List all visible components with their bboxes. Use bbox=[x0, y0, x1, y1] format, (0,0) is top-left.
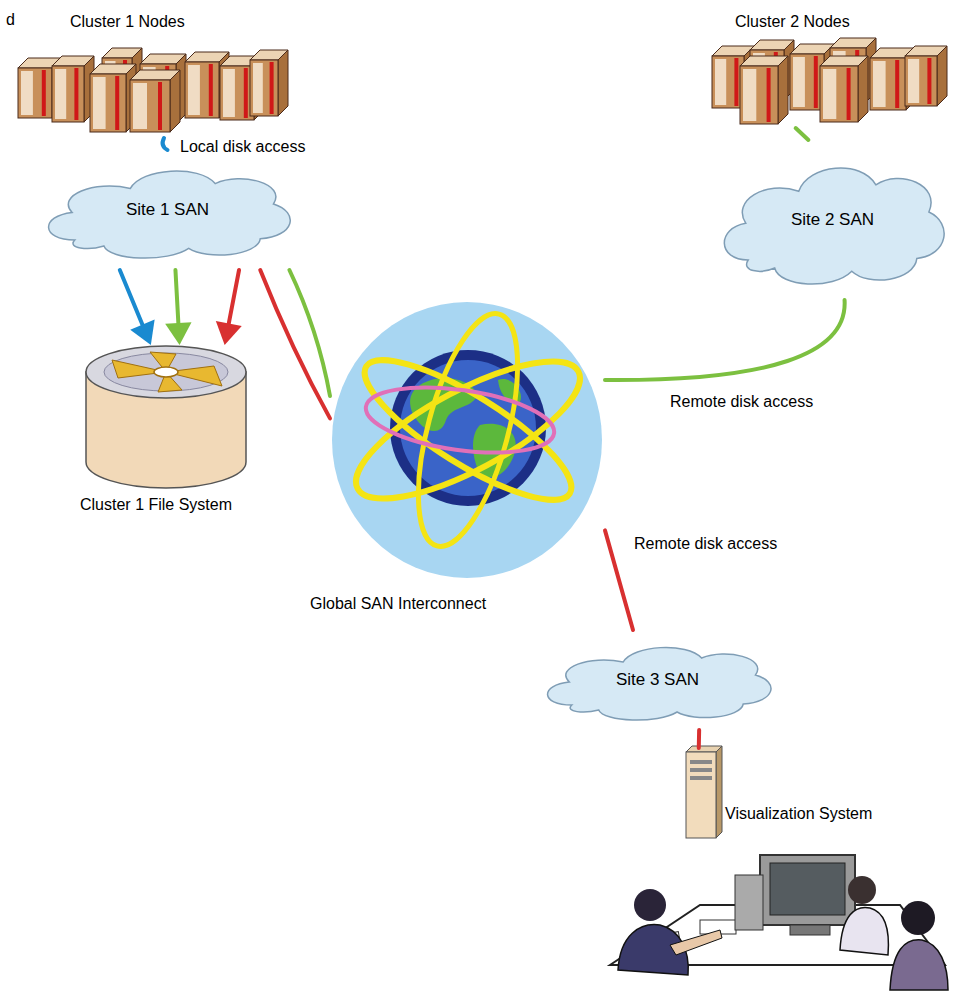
edge-label: Local disk access bbox=[178, 137, 307, 156]
edge-fragment-text: d bbox=[4, 10, 17, 29]
san-cloud: Site 3 SAN bbox=[535, 630, 780, 730]
san-cloud: Site 1 SAN bbox=[35, 150, 300, 270]
edge-label: Remote disk access bbox=[632, 534, 779, 553]
node-label: Cluster 1 File System bbox=[80, 495, 232, 514]
node-label: Cluster 2 Nodes bbox=[735, 12, 850, 31]
component-node: Global SAN Interconnect bbox=[330, 300, 605, 620]
component-node: Cluster 1 File System bbox=[75, 345, 280, 520]
server-racks bbox=[18, 38, 947, 132]
component-node: Cluster 1 Nodes bbox=[10, 8, 285, 138]
globe-icon bbox=[332, 302, 602, 578]
server-tower bbox=[686, 746, 722, 838]
node-label: Site 3 SAN bbox=[616, 670, 699, 690]
node-label: Site 2 SAN bbox=[791, 210, 874, 230]
node-label: Site 1 SAN bbox=[126, 200, 209, 220]
node-label: Cluster 1 Nodes bbox=[70, 12, 185, 31]
connector bbox=[796, 128, 809, 140]
node-label: Visualization System bbox=[725, 804, 872, 823]
san-cloud: Site 2 SAN bbox=[712, 140, 953, 300]
connector bbox=[698, 730, 699, 748]
connector bbox=[165, 270, 191, 345]
connector bbox=[605, 300, 845, 380]
connector bbox=[260, 270, 330, 418]
edge-label: Remote disk access bbox=[668, 392, 815, 411]
node-label: Global SAN Interconnect bbox=[310, 594, 486, 613]
people-at-workstation bbox=[610, 855, 948, 990]
connector bbox=[120, 270, 155, 345]
component-node: Visualization System bbox=[680, 748, 948, 840]
disk-cylinder bbox=[86, 346, 246, 488]
connector bbox=[163, 138, 168, 150]
connector bbox=[605, 530, 633, 630]
connector bbox=[216, 270, 242, 345]
component-node: Cluster 2 Nodes bbox=[705, 8, 950, 128]
